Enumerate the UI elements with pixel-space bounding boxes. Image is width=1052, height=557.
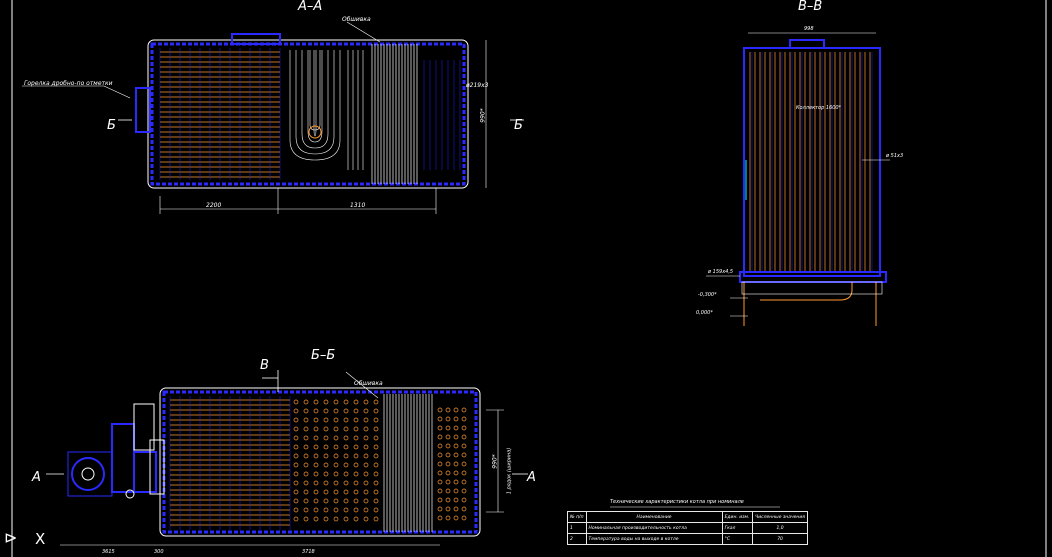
aa-serpentine-coil [289,50,364,170]
aa-section-mark-left: Б [107,118,116,133]
vv-dim-top: 998 [804,26,814,32]
view-bb-title: Б–Б [311,348,336,363]
table-cell: 1 [567,522,587,534]
bb-dim-3: 3718 [302,549,315,555]
table-header-no: № п/п [567,511,587,523]
close-icon[interactable]: X [35,530,46,548]
bb-side-text: 1 рядок (ширина) [506,447,513,495]
table-cell: Гкал [721,522,754,534]
table-cell: Температура воды на выходе в котле [585,533,723,545]
vv-pipe-annotation: ø 51х3 [886,153,904,159]
aa-dim-right: 1310 [350,202,366,209]
view-aa-section [22,21,524,214]
vv-collector-annotation: ø 159х4,5 [708,269,734,275]
aa-label-sheathing: Обшивка [342,16,371,23]
bb-burner-assembly [67,403,165,499]
bb-side-dim: 990* [491,454,499,469]
bb-label-sheathing: Обшивка [354,380,383,387]
view-aa-title: А–А [298,0,323,14]
table-row: 1 Номинальная производительность котла Г… [567,522,808,534]
aa-convective-tubes [371,44,461,184]
table-header-row: № п/п Наименование Един. изм. Численные … [567,511,808,523]
table-cell: 1,0 [752,522,808,534]
aa-side-dim: 990* [479,108,487,123]
bb-section-mark-a-right: А [527,470,536,485]
aa-burner-callout: Горелка дробно-по отметки [24,80,113,87]
view-bb-section [46,370,528,546]
spec-table: № п/п Наименование Един. изм. Численные … [567,511,808,545]
view-vv-title: В–В [798,0,823,14]
aa-tube-bundle-left [159,48,281,180]
play-icon[interactable]: ⊳ [4,528,18,547]
aa-pipe-annotation: ø219х3 [466,82,489,89]
table-cell: 2 [567,533,587,545]
view-vv-section [706,32,890,326]
vv-tube-wall [745,52,873,272]
bb-section-mark-a-left: А [32,470,41,485]
bb-convective-tubes [383,394,433,532]
vv-collector-label: Коллектор 1600* [796,105,842,111]
bb-dim-2: 300 [154,549,164,555]
table-cell: 70 [752,533,808,545]
aa-section-mark-right: Б [514,118,523,133]
bb-section-mark-v: В [260,358,269,373]
table-cell: °С [721,533,754,545]
table-header-name: Наименование [585,511,723,523]
table-row: 2 Температура воды на выходе в котле °С … [567,533,808,545]
aa-dim-left: 2200 [206,202,222,209]
table-header-value: Численные значения [752,511,808,523]
table-title: Технические характеристики котла при ном… [610,499,744,505]
table-header-unit: Един. изм. [721,511,754,523]
table-cell: Номинальная производительность котла [585,522,723,534]
bb-tube-bundle-left [169,396,291,530]
bb-tube-matrix [293,399,467,522]
vv-elevation-1: -0,300* [698,292,717,298]
vv-elevation-2: 0,000* [696,310,713,316]
bb-dim-1: 3615 [102,549,115,555]
